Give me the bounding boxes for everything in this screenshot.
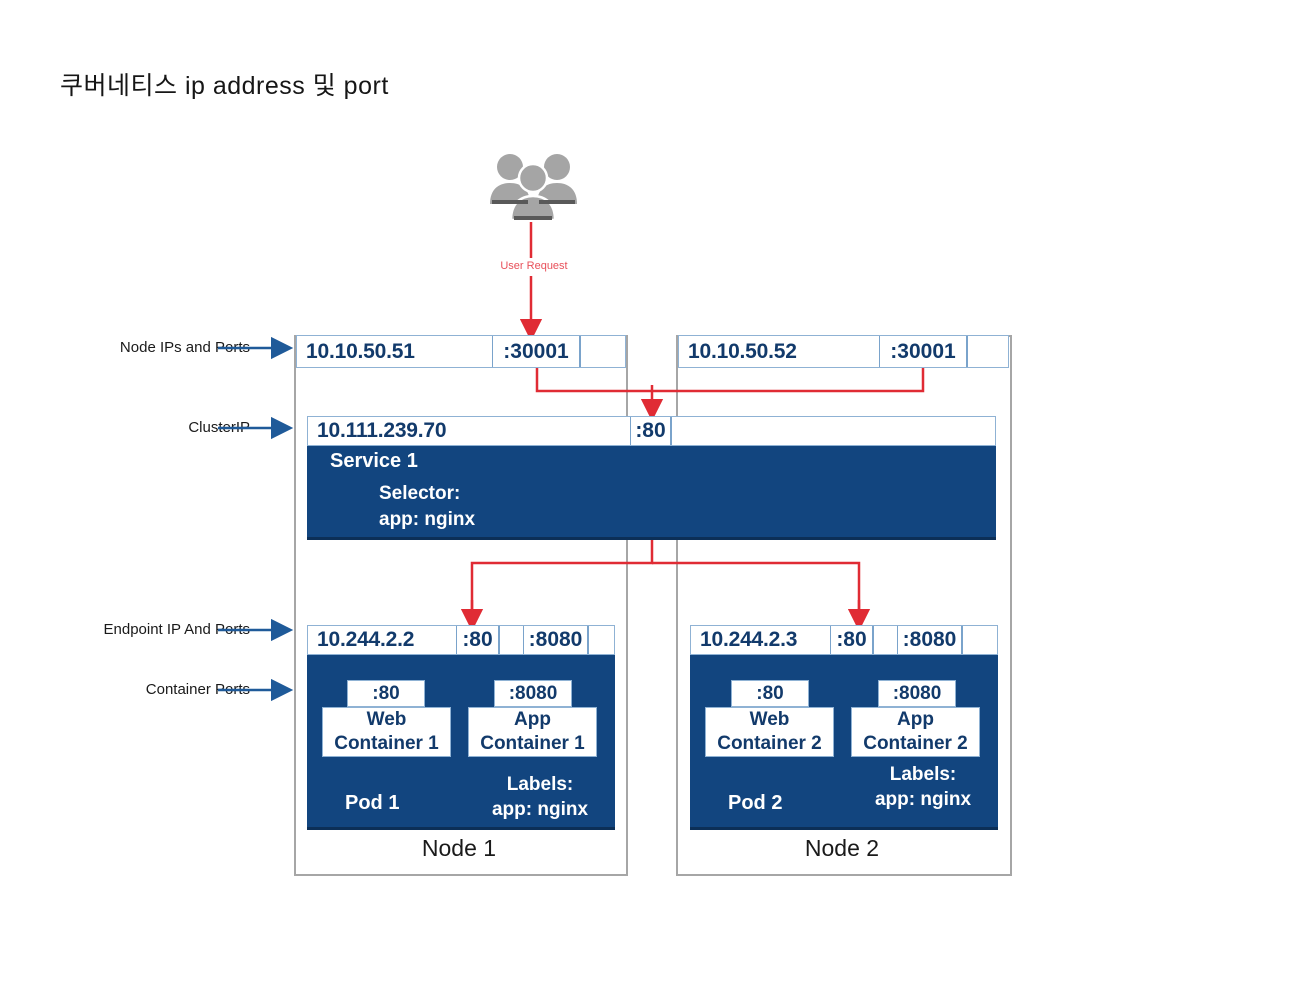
service-selector-value: app: nginx — [379, 509, 476, 530]
pod-2-container-port-app: :8080 — [878, 680, 956, 707]
service-address-row: 10.111.239.70 :80 — [307, 416, 996, 446]
service-selector: Selector: app: nginx — [379, 481, 475, 533]
pod-2-endpoint-ip: 10.244.2.3 — [691, 626, 830, 654]
pod-1-app-container-line2: Container 1 — [480, 733, 585, 754]
pod-2-container-port-web: :80 — [731, 680, 809, 707]
pod-1-app-container-line1: App — [514, 709, 551, 730]
annotation-cluster-ip: ClusterIP — [188, 419, 250, 436]
pod-1-web-container: Web Container 1 — [322, 707, 451, 757]
annotation-node-ips: Node IPs and Ports — [119, 339, 250, 356]
pod-1-endpoint-gap-1 — [499, 626, 523, 654]
service-spacer — [671, 417, 995, 445]
pod-2-app-container-line2: Container 2 — [863, 733, 968, 754]
pod-1-endpoint-gap-2 — [588, 626, 614, 654]
annotation-container-ports: Container Ports — [145, 681, 250, 698]
pod-1-container-port-app: :8080 — [494, 680, 572, 707]
pod-2-app-container: App Container 2 — [851, 707, 980, 757]
pod-2-endpoint-gap-2 — [962, 626, 997, 654]
service-body: Service 1 Selector: app: nginx — [307, 446, 996, 540]
pod-2-endpoint-row: 10.244.2.3 :80 :8080 — [690, 625, 998, 655]
node-2-address-row: 10.10.50.52 :30001 — [678, 335, 1009, 368]
pod-1-labels: Labels: app: nginx — [470, 772, 610, 822]
pod-2-endpoint-gap-1 — [873, 626, 897, 654]
node-1-spacer — [580, 336, 625, 367]
service-selector-title: Selector: — [379, 483, 461, 504]
pod-2-web-container: Web Container 2 — [705, 707, 834, 757]
pod-2-web-container-line2: Container 2 — [717, 733, 822, 754]
pod-2-endpoint-port-app: :8080 — [897, 626, 962, 654]
annotation-arrows — [218, 336, 294, 702]
pod-1-labels-title: Labels: — [506, 774, 574, 795]
pod-2-name: Pod 2 — [728, 792, 783, 814]
pod-2-labels-title: Labels: — [889, 764, 957, 785]
pod-1-container-port-web: :80 — [347, 680, 425, 707]
pod-1-name: Pod 1 — [345, 792, 400, 814]
pod-2-endpoint-port-web: :80 — [830, 626, 873, 654]
pod-1-labels-value: app: nginx — [491, 799, 589, 820]
pod-1-app-container: App Container 1 — [468, 707, 597, 757]
pod-1-endpoint-row: 10.244.2.2 :80 :8080 — [307, 625, 615, 655]
service-port: :80 — [630, 417, 671, 445]
pod-1-endpoint-port-web: :80 — [456, 626, 499, 654]
users-group-icon — [486, 152, 581, 222]
user-request-label: User Request — [500, 260, 568, 272]
page-title: 쿠버네티스 ip address 및 port — [60, 72, 389, 100]
annotation-endpoint-ip: Endpoint IP And Ports — [103, 621, 251, 638]
pod-2-labels: Labels: app: nginx — [853, 762, 993, 812]
node-1-port: :30001 — [492, 336, 580, 367]
node-2-caption: Node 2 — [804, 835, 880, 861]
node-1-caption: Node 1 — [421, 835, 497, 861]
service-name: Service 1 — [330, 450, 418, 472]
node-1-ip: 10.10.50.51 — [297, 336, 492, 367]
node-2-ip: 10.10.50.52 — [679, 336, 879, 367]
node-2-port: :30001 — [879, 336, 967, 367]
pod-2-web-container-line1: Web — [749, 709, 790, 730]
pod-2-labels-value: app: nginx — [874, 789, 972, 810]
pod-1-web-container-line2: Container 1 — [334, 733, 439, 754]
pod-1-endpoint-port-app: :8080 — [523, 626, 588, 654]
pod-1-web-container-line1: Web — [366, 709, 407, 730]
node-2-spacer — [967, 336, 1008, 367]
service-cluster-ip: 10.111.239.70 — [308, 417, 630, 445]
node-1-address-row: 10.10.50.51 :30001 — [296, 335, 626, 368]
pod-2-app-container-line1: App — [897, 709, 934, 730]
pod-1-endpoint-ip: 10.244.2.2 — [308, 626, 456, 654]
